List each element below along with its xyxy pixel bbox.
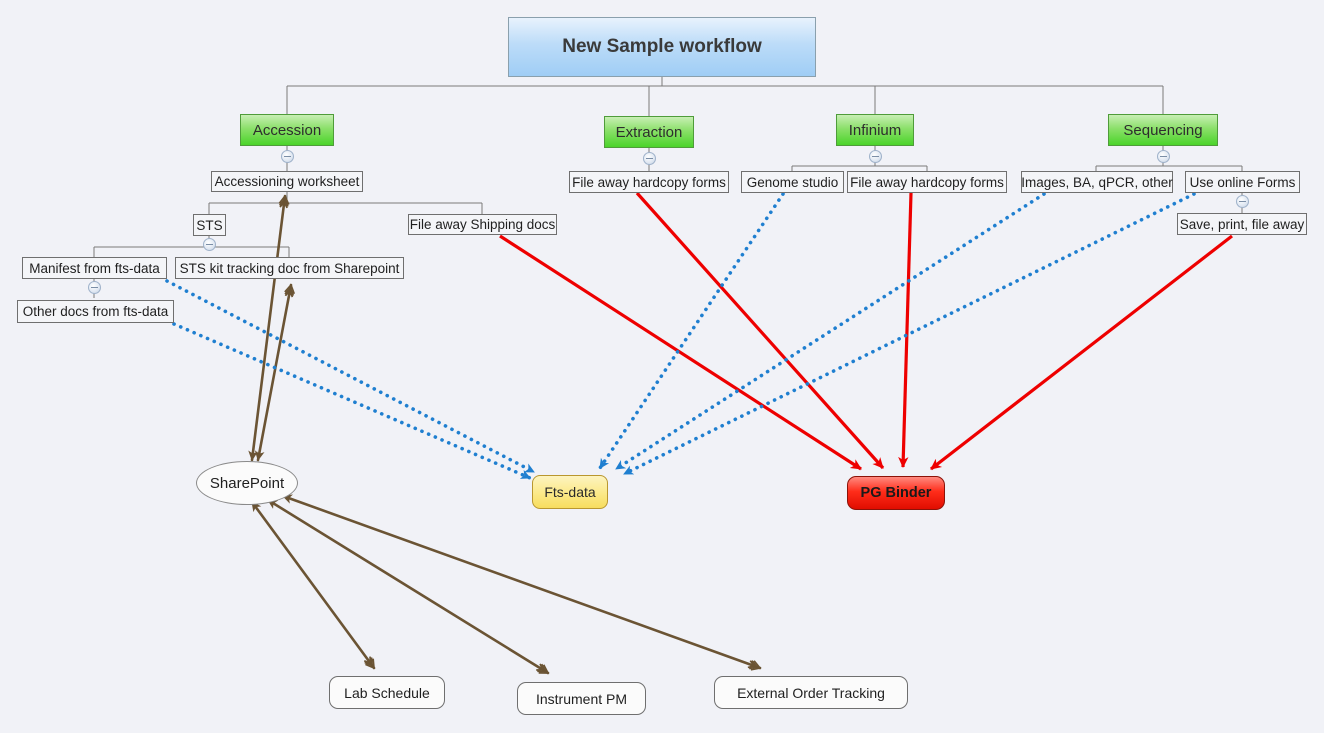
node-save-print-file-away-label: Save, print, file away bbox=[1179, 216, 1305, 232]
node-root-new-sample-workflow[interactable]: New Sample workflow bbox=[508, 17, 816, 77]
node-infinium-file-away-hardcopy-forms-label: File away hardcopy forms bbox=[850, 174, 1004, 190]
node-save-print-file-away[interactable]: Save, print, file away bbox=[1177, 213, 1307, 235]
node-external-order-tracking[interactable]: External Order Tracking bbox=[714, 676, 908, 709]
node-manifest-from-fts-data-label: Manifest from fts-data bbox=[29, 260, 160, 276]
collapse-toggle-infinium[interactable] bbox=[869, 150, 882, 163]
node-stage-extraction[interactable]: Extraction bbox=[604, 116, 694, 148]
node-stage-infinium[interactable]: Infinium bbox=[836, 114, 914, 146]
node-infinium-file-away-hardcopy-forms[interactable]: File away hardcopy forms bbox=[847, 171, 1007, 193]
node-sts-kit-tracking-doc[interactable]: STS kit tracking doc from Sharepoint bbox=[175, 257, 404, 279]
collapse-toggle-manifest[interactable] bbox=[88, 281, 101, 294]
node-images-ba-qpcr-other-label: Images, BA, qPCR, other bbox=[1021, 174, 1173, 190]
collapse-toggle-sts[interactable] bbox=[203, 238, 216, 251]
node-lab-schedule[interactable]: Lab Schedule bbox=[329, 676, 445, 709]
node-sts[interactable]: STS bbox=[193, 214, 226, 236]
node-instrument-pm-label: Instrument PM bbox=[535, 690, 628, 707]
collapse-toggle-extraction[interactable] bbox=[643, 152, 656, 165]
node-use-online-forms[interactable]: Use online Forms bbox=[1185, 171, 1300, 193]
node-fts-data[interactable]: Fts-data bbox=[532, 475, 608, 509]
node-file-away-shipping-docs[interactable]: File away Shipping docs bbox=[408, 214, 557, 235]
node-accessioning-worksheet-label: Accessioning worksheet bbox=[214, 174, 360, 189]
node-sharepoint-label: SharePoint bbox=[209, 474, 285, 492]
collapse-toggle-use-online-forms[interactable] bbox=[1236, 195, 1249, 208]
node-root-label: New Sample workflow bbox=[562, 36, 762, 57]
node-lab-schedule-label: Lab Schedule bbox=[344, 684, 430, 701]
node-instrument-pm[interactable]: Instrument PM bbox=[517, 682, 646, 715]
node-sharepoint[interactable]: SharePoint bbox=[196, 461, 298, 505]
node-file-away-shipping-docs-label: File away Shipping docs bbox=[409, 217, 556, 232]
node-fts-data-label: Fts-data bbox=[544, 484, 596, 500]
node-stage-accession[interactable]: Accession bbox=[240, 114, 334, 146]
node-external-order-tracking-label: External Order Tracking bbox=[737, 684, 885, 701]
node-stage-accession-label: Accession bbox=[252, 121, 322, 139]
collapse-toggle-sequencing[interactable] bbox=[1157, 150, 1170, 163]
node-images-ba-qpcr-other[interactable]: Images, BA, qPCR, other bbox=[1021, 171, 1173, 193]
node-sts-kit-tracking-doc-label: STS kit tracking doc from Sharepoint bbox=[179, 260, 400, 276]
node-stage-infinium-label: Infinium bbox=[848, 121, 902, 139]
node-stage-sequencing-label: Sequencing bbox=[1123, 121, 1203, 139]
node-extraction-file-away-hardcopy-forms-label: File away hardcopy forms bbox=[572, 174, 726, 190]
node-sts-label: STS bbox=[196, 217, 223, 233]
node-use-online-forms-label: Use online Forms bbox=[1189, 174, 1296, 190]
node-other-docs-from-fts-data-label: Other docs from fts-data bbox=[22, 304, 169, 319]
node-pg-binder-label: PG Binder bbox=[860, 485, 932, 501]
node-genome-studio-label: Genome studio bbox=[746, 174, 839, 190]
node-other-docs-from-fts-data[interactable]: Other docs from fts-data bbox=[17, 300, 174, 323]
node-stage-extraction-label: Extraction bbox=[615, 123, 683, 141]
node-accessioning-worksheet[interactable]: Accessioning worksheet bbox=[211, 171, 363, 192]
node-pg-binder[interactable]: PG Binder bbox=[847, 476, 945, 510]
node-manifest-from-fts-data[interactable]: Manifest from fts-data bbox=[22, 257, 167, 279]
node-extraction-file-away-hardcopy-forms[interactable]: File away hardcopy forms bbox=[569, 171, 729, 193]
collapse-toggle-accession[interactable] bbox=[281, 150, 294, 163]
node-stage-sequencing[interactable]: Sequencing bbox=[1108, 114, 1218, 146]
node-genome-studio[interactable]: Genome studio bbox=[741, 171, 844, 193]
